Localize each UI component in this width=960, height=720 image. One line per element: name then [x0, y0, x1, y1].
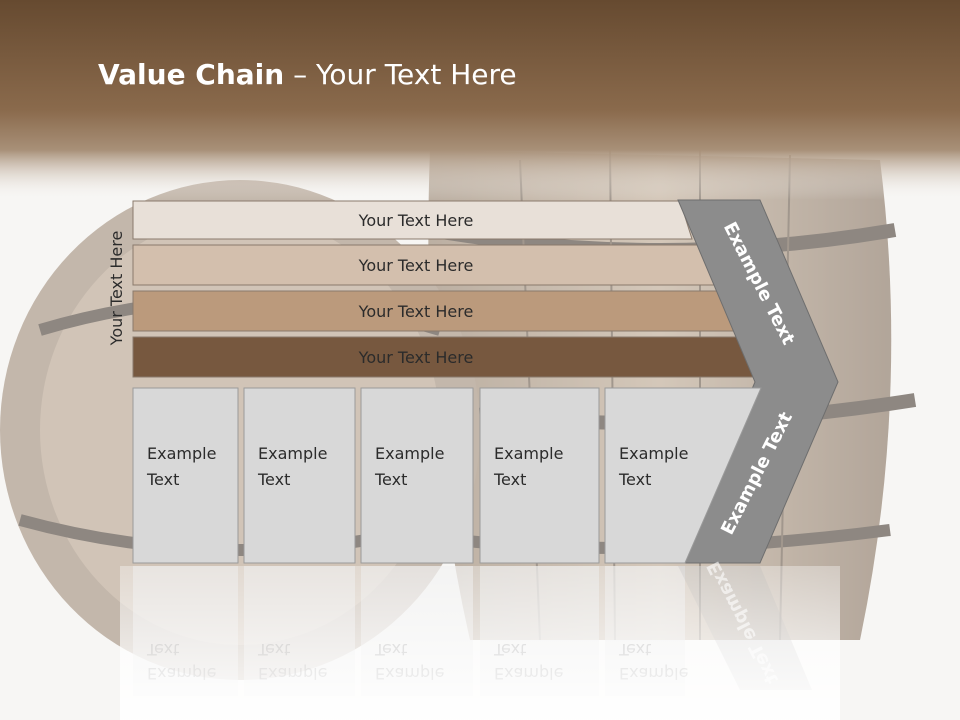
band-4-label: Your Text Here — [358, 348, 474, 367]
column-3 — [360, 387, 474, 564]
column-3-line2: Text — [374, 470, 407, 489]
column-1 — [132, 387, 239, 564]
side-label: Your Text Here — [107, 231, 126, 347]
column-2 — [243, 387, 356, 564]
column-5-line2: Text — [618, 470, 651, 489]
band-3-label: Your Text Here — [358, 302, 474, 321]
band-1 — [132, 200, 693, 240]
title-rest-part: – Your Text Here — [284, 58, 516, 91]
column-4-line1: Example — [494, 444, 563, 463]
slide-title: Value Chain – Your Text Here — [98, 58, 517, 91]
column-2-line1: Example — [258, 444, 327, 463]
reflection-effect: ExampleTextExampleTextExampleTextExample… — [120, 558, 840, 720]
header-band — [0, 0, 960, 200]
column-3-line1: Example — [375, 444, 444, 463]
column-5-line1: Example — [619, 444, 688, 463]
column-5 — [604, 387, 762, 564]
reflection-fade — [120, 566, 840, 720]
column-1-line1: Example — [147, 444, 216, 463]
band-2-label: Your Text Here — [358, 256, 474, 275]
column-1-line2: Text — [146, 470, 179, 489]
column-4 — [479, 387, 600, 564]
column-2-line2: Text — [257, 470, 290, 489]
title-bold-part: Value Chain — [98, 58, 284, 91]
band-1-label: Your Text Here — [358, 211, 474, 230]
column-4-line2: Text — [493, 470, 526, 489]
